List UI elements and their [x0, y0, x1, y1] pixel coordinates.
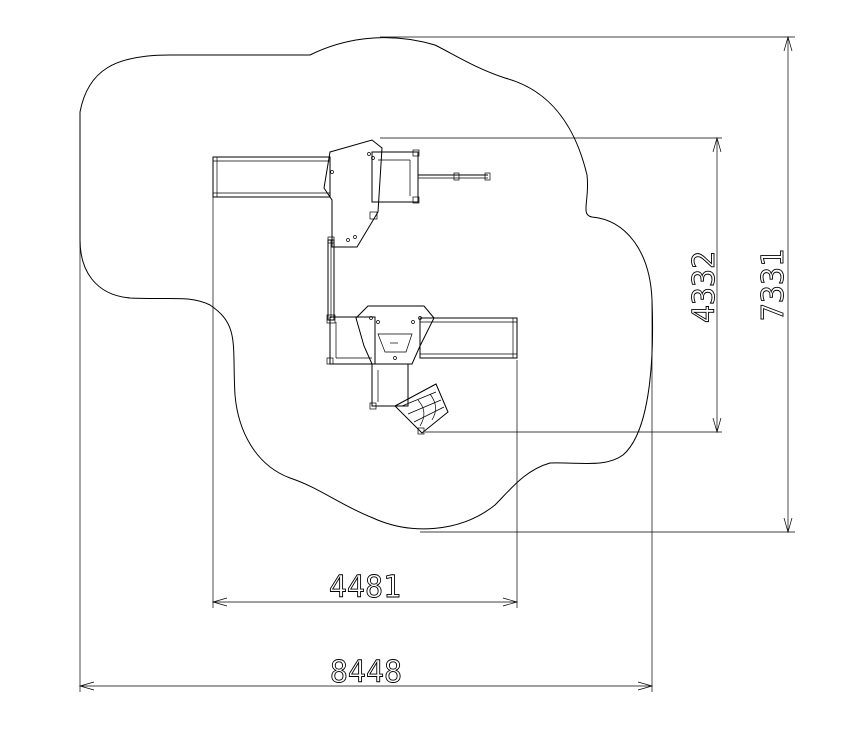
- upper-slide: [212, 156, 331, 198]
- upper-deck: [371, 149, 420, 204]
- horizontal-bar: [418, 172, 491, 181]
- lower-tower-roof: [355, 305, 435, 365]
- equipment-height-label: 4332: [687, 251, 722, 323]
- connecting-bridge: [326, 239, 336, 324]
- climbing-ladder: [394, 383, 449, 435]
- lower-deck: [326, 316, 376, 365]
- overall-width-dimension: 8448: [78, 112, 654, 692]
- overall-width-label: 8448: [330, 655, 402, 690]
- overall-height-label: 7331: [756, 249, 791, 321]
- step-platform: [369, 363, 409, 410]
- equipment-width-dimension: 4481: [211, 195, 519, 608]
- equipment-width-label: 4481: [329, 570, 401, 605]
- upper-tower-roof: [323, 139, 383, 248]
- safety-zone-outline: [79, 37, 654, 530]
- overall-height-dimension: 7331: [380, 35, 795, 534]
- lower-slide: [419, 317, 518, 359]
- equipment-height-dimension: 4332: [380, 136, 722, 434]
